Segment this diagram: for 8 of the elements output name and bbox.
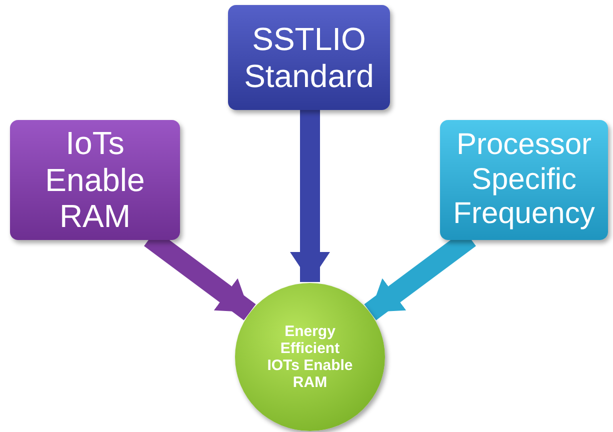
process-box	[228, 5, 390, 110]
node-label: Processor Specific Frequency	[452, 128, 596, 232]
process-box	[10, 120, 180, 240]
node-label: Energy Efficient IOTs Enable RAM	[266, 322, 354, 392]
process-box	[440, 120, 608, 240]
node-label: SSTLIO Standard	[243, 20, 375, 94]
arrow	[290, 108, 330, 282]
node-label: IoTs Enable RAM	[44, 124, 146, 236]
